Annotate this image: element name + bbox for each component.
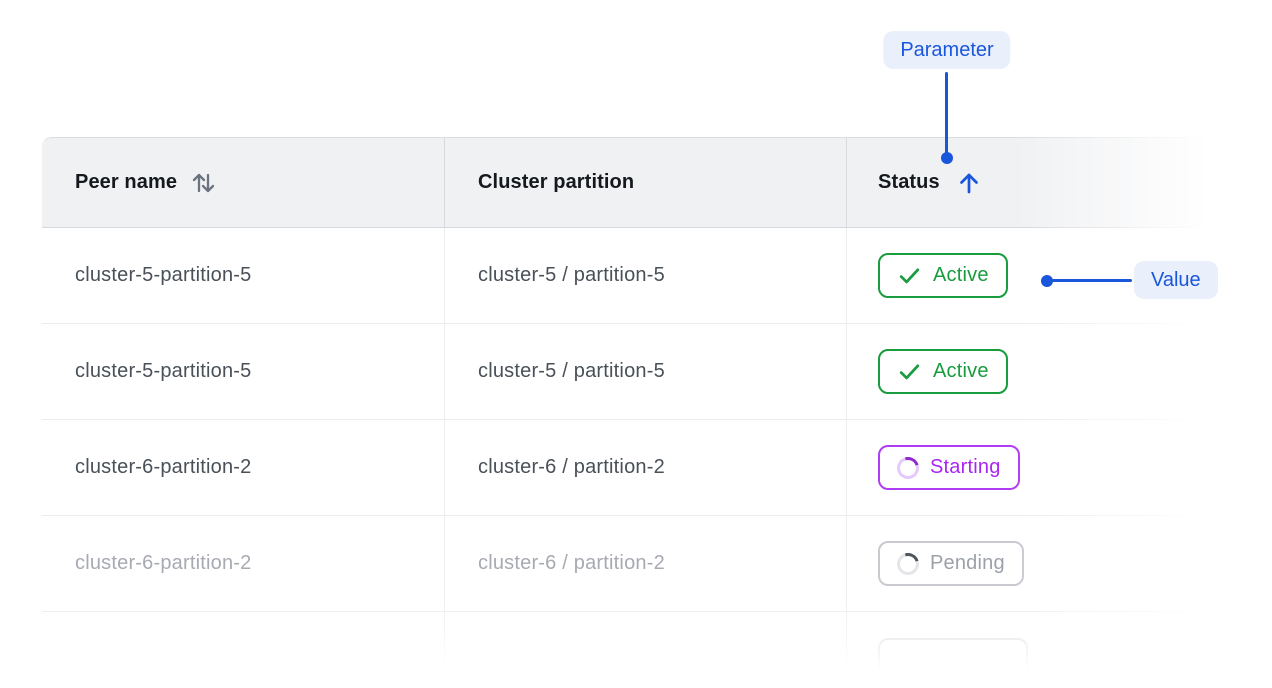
cluster-partition-cell: cluster-5 / partition-5 [445, 228, 847, 323]
status-cell [847, 612, 1210, 688]
status-badge-ghost [878, 637, 1028, 683]
table-row[interactable]: cluster-5-partition-5 cluster-5 / partit… [42, 324, 1210, 420]
peers-table: Peer name Cluster partition Status [42, 137, 1210, 688]
column-header-label: Status [878, 171, 940, 193]
column-header-label: Peer name [75, 171, 178, 193]
column-header-peer-name[interactable]: Peer name [42, 138, 445, 227]
parameter-callout-badge: Parameter [883, 31, 1011, 69]
sort-ascending-icon[interactable] [956, 169, 982, 196]
status-badge-active: Active [878, 253, 1008, 298]
status-cell: Active [847, 324, 1210, 419]
cluster-partition-cell: cluster-5 / partition-5 [445, 324, 847, 419]
status-cell: Pending [847, 516, 1210, 611]
status-label: Starting [930, 456, 1001, 478]
table-row[interactable]: cluster-5-partition-5 cluster-5 / partit… [42, 228, 1210, 324]
table-header-row: Peer name Cluster partition Status [42, 137, 1210, 228]
cluster-partition-cell: cluster-6 / partition-2 [445, 420, 847, 515]
table-row[interactable] [42, 612, 1210, 688]
status-label: Active [933, 360, 989, 382]
parameter-callout-dot [941, 152, 953, 164]
table-row[interactable]: cluster-6-partition-2 cluster-6 / partit… [42, 516, 1210, 612]
parameter-callout-line [945, 72, 948, 154]
status-cell: Starting [847, 420, 1210, 515]
peer-name-cell [42, 612, 445, 688]
status-label: Active [933, 264, 989, 286]
value-callout-badge: Value [1134, 261, 1218, 299]
cluster-partition-cell [445, 612, 847, 688]
peer-name-cell: cluster-5-partition-5 [42, 324, 445, 419]
cluster-partition-cell: cluster-6 / partition-2 [445, 516, 847, 611]
spinner-icon [893, 452, 923, 483]
status-cell: Active [847, 228, 1210, 323]
peer-name-cell: cluster-5-partition-5 [42, 228, 445, 323]
value-callout-line [1047, 279, 1132, 282]
table-row[interactable]: cluster-6-partition-2 cluster-6 / partit… [42, 420, 1210, 516]
status-label: Pending [930, 552, 1005, 574]
peer-name-cell: cluster-6-partition-2 [42, 516, 445, 611]
value-callout-dot [1041, 275, 1053, 287]
column-header-status[interactable]: Status [847, 138, 1210, 227]
status-badge-active: Active [878, 349, 1008, 394]
check-icon [899, 268, 920, 284]
spinner-icon [893, 548, 923, 579]
sort-both-icon[interactable] [190, 169, 217, 197]
column-header-label: Cluster partition [478, 171, 635, 193]
peer-name-cell: cluster-6-partition-2 [42, 420, 445, 515]
status-badge-pending: Pending [878, 541, 1024, 586]
status-badge-starting: Starting [878, 445, 1020, 490]
check-icon [899, 364, 920, 380]
column-header-cluster-partition[interactable]: Cluster partition [445, 138, 847, 227]
